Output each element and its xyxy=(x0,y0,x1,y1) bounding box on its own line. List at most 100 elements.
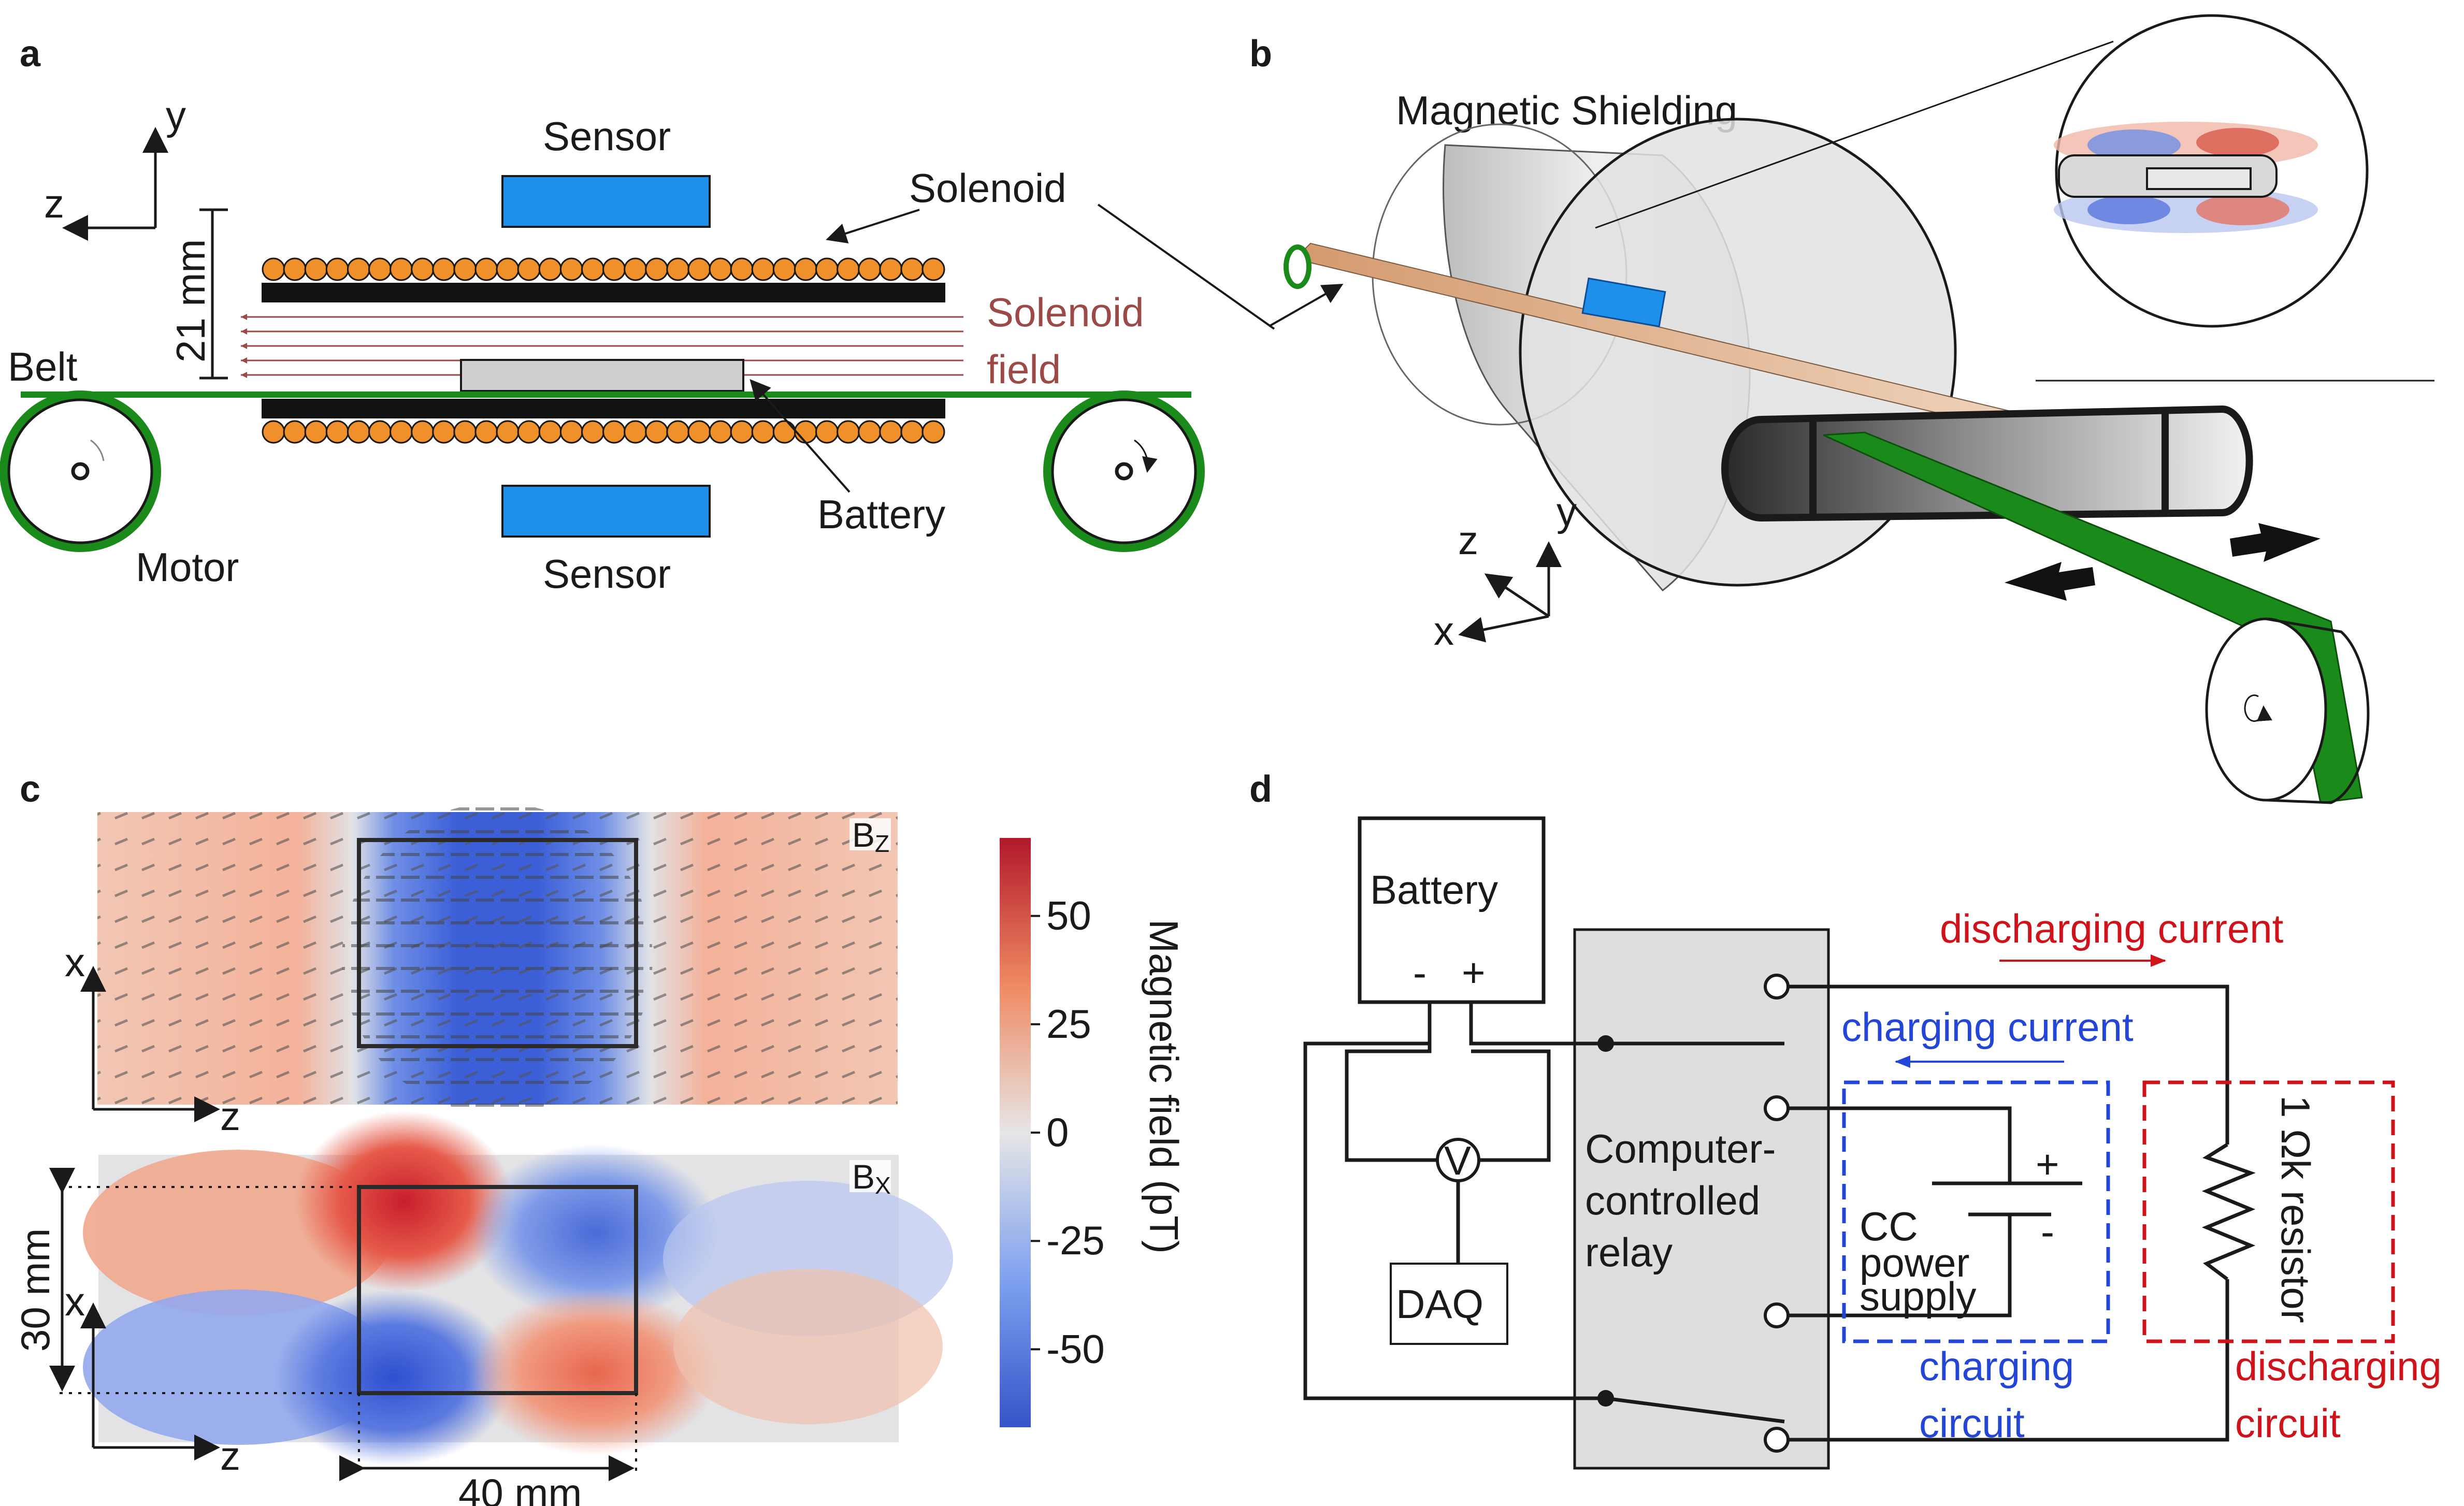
coil-turn xyxy=(262,257,285,281)
dimension-40mm-label: 40 mm xyxy=(458,1470,582,1506)
magnetic-shielding-label: Magnetic Shielding xyxy=(1396,88,1737,133)
coil-turn xyxy=(879,257,903,281)
solenoid-core-bottom xyxy=(262,399,945,418)
coil-turn xyxy=(496,420,520,444)
relay-label-1: Computer- xyxy=(1585,1126,1776,1171)
coil-turn xyxy=(794,257,817,281)
coil-turn xyxy=(624,420,647,444)
bz-battery-outline xyxy=(357,838,638,1048)
solenoid-core-top xyxy=(262,283,945,302)
coil-turn xyxy=(837,420,860,444)
coil-turn xyxy=(411,420,435,444)
coil-turn xyxy=(325,257,349,281)
coil-turn xyxy=(751,420,775,444)
coil-turn xyxy=(645,257,669,281)
charging-circuit-label-2: circuit xyxy=(1919,1400,2025,1446)
voltmeter-label: V xyxy=(1444,1138,1471,1183)
bx-map: BX xyxy=(83,1111,953,1466)
daq-box xyxy=(1390,1263,1508,1345)
colorbar-tick-label: 0 xyxy=(1046,1109,1069,1155)
coil-turn xyxy=(815,257,839,281)
colorbar-tick-label: 25 xyxy=(1046,1001,1091,1047)
axes-a xyxy=(62,127,168,241)
coil-turn xyxy=(602,420,626,444)
voltmeter xyxy=(1436,1138,1480,1182)
panel-label-a: a xyxy=(20,33,41,75)
panel-d: d Battery - + Computer- controlled relay xyxy=(1249,769,2442,1470)
coil-turn xyxy=(496,257,520,281)
coil-turn xyxy=(687,257,711,281)
coil-turn xyxy=(815,420,839,444)
colorbar-ticks: 50 25 0 -25 -50 xyxy=(1031,893,1105,1371)
battery-label-d: Battery xyxy=(1370,867,1498,913)
coil-turn xyxy=(858,420,882,444)
coil-turn xyxy=(283,420,307,444)
coil-turn xyxy=(325,420,349,444)
coil-turn xyxy=(559,257,583,281)
coil-turn xyxy=(538,420,562,444)
coil-turn xyxy=(538,257,562,281)
colorbar-tick-label: -50 xyxy=(1046,1326,1105,1371)
solenoid-coil-top xyxy=(262,257,945,281)
move-arrow-left xyxy=(2005,562,2095,601)
discharging-circuit-label-2: circuit xyxy=(2235,1400,2341,1446)
ps-minus: - xyxy=(2041,1209,2054,1254)
colorbar xyxy=(1000,838,1031,1427)
coil-turn xyxy=(879,420,903,444)
coil-turn xyxy=(730,257,754,281)
belt-label: Belt xyxy=(8,344,78,389)
bx-battery-outline xyxy=(357,1185,638,1395)
coil-turn xyxy=(794,420,817,444)
coil-turn xyxy=(602,257,626,281)
coil-turn xyxy=(304,420,328,444)
ps-label-2: power xyxy=(1860,1240,1969,1285)
coil-turn xyxy=(432,420,456,444)
ps-plus: + xyxy=(2036,1141,2059,1187)
coil-turn xyxy=(666,257,690,281)
relay-contacts xyxy=(1764,974,1790,1453)
motor-right xyxy=(1043,390,1205,552)
solenoid-field-label-1: Solenoid xyxy=(987,289,1144,335)
sensor-bottom xyxy=(501,485,711,538)
sensor-top xyxy=(501,175,711,228)
motor-left xyxy=(0,390,161,552)
coil-turn xyxy=(772,420,796,444)
coil-turn xyxy=(687,420,711,444)
battery-label-a: Battery xyxy=(817,491,945,537)
charging-current-label: charging current xyxy=(1841,1004,2134,1050)
coil-turn xyxy=(709,257,732,281)
dimension-30mm xyxy=(49,1168,359,1394)
dimension-21mm xyxy=(199,208,228,380)
coil-turn xyxy=(645,420,669,444)
colorbar-tick-label: 50 xyxy=(1046,893,1091,938)
discharging-current-label: discharging current xyxy=(1940,906,2284,951)
inset-field-sheets xyxy=(2054,122,2318,233)
coil-turn xyxy=(666,420,690,444)
colorbar-tick-label: -25 xyxy=(1046,1218,1105,1263)
charging-circuit-label-1: charging xyxy=(1919,1343,2074,1389)
coil-turn xyxy=(347,420,370,444)
bx-label: BX xyxy=(852,1157,891,1199)
dimension-40mm xyxy=(339,1393,637,1481)
coil-turn xyxy=(581,257,604,281)
discharging-circuit-label-1: discharging xyxy=(2235,1343,2442,1389)
bx-axis-z-label: z xyxy=(220,1433,240,1479)
bx-axis-x-label: x xyxy=(65,1279,85,1324)
coil-turn xyxy=(347,257,370,281)
bz-axis-x-label: x xyxy=(65,939,85,985)
coil-turn xyxy=(837,257,860,281)
solenoid-coil-bottom xyxy=(262,420,945,444)
coil-turn xyxy=(921,420,945,444)
panel-c: c BZ x z BX xyxy=(12,769,1187,1506)
coil-turn xyxy=(858,257,882,281)
coil-turn xyxy=(368,420,392,444)
coil-turn xyxy=(921,257,945,281)
panel-label-c: c xyxy=(20,769,40,810)
solenoid-label: Solenoid xyxy=(909,165,1067,211)
panel-a: a y z 21 mm Sensor Sensor xyxy=(0,33,1205,597)
sensor-top-label: Sensor xyxy=(543,113,671,159)
coil-turn xyxy=(772,257,796,281)
battery-plus: + xyxy=(1462,950,1486,995)
coil-turn xyxy=(751,257,775,281)
